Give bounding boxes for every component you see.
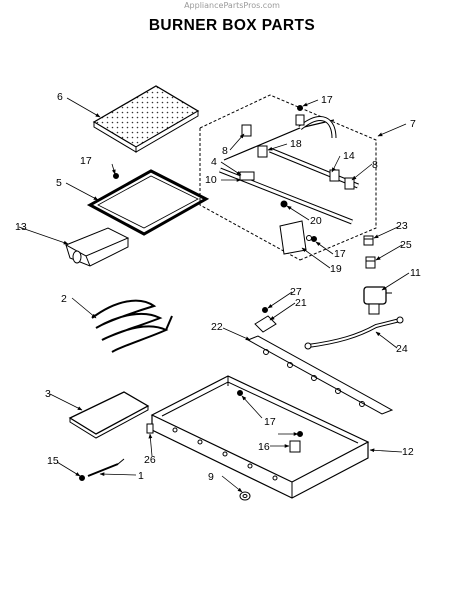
callout-17: 17 <box>80 155 92 167</box>
callout-1: 1 <box>138 470 144 482</box>
callout-17: 17 <box>264 416 276 428</box>
part-25-fitting[interactable] <box>365 256 376 269</box>
callout-27: 27 <box>290 286 302 298</box>
part-3-tray[interactable] <box>68 391 150 439</box>
callout-16: 16 <box>258 441 270 453</box>
part-26-fastener[interactable] <box>146 423 154 434</box>
callout-3: 3 <box>45 388 51 400</box>
callout-20: 20 <box>310 215 322 227</box>
leader-lines <box>18 97 410 493</box>
part-23-fitting[interactable] <box>363 235 374 246</box>
part-27-screw[interactable] <box>262 307 268 313</box>
part-15-screw[interactable] <box>79 475 85 481</box>
callout-8: 8 <box>372 159 378 171</box>
part-16-clip[interactable] <box>289 440 301 453</box>
callout-6: 6 <box>57 91 63 103</box>
callout-15: 15 <box>47 455 59 467</box>
callout-26: 26 <box>144 454 156 466</box>
callout-22: 22 <box>211 321 223 333</box>
part-19-bracket[interactable] <box>279 220 312 255</box>
callout-24: 24 <box>396 343 408 355</box>
page-title: BURNER BOX PARTS <box>148 17 316 34</box>
callout-5: 5 <box>56 177 62 189</box>
callout-4: 4 <box>211 156 217 168</box>
callout-18: 18 <box>290 138 302 150</box>
part-17-screws[interactable] <box>113 105 317 437</box>
part-24-gas-tube[interactable] <box>304 316 404 350</box>
callout-7: 7 <box>410 118 416 130</box>
part-7-burner-assembly[interactable] <box>199 94 377 261</box>
callout-23: 23 <box>396 220 408 232</box>
callout-25: 25 <box>400 239 412 251</box>
callout-19: 19 <box>330 263 342 275</box>
part-22-panel[interactable] <box>246 335 394 415</box>
callout-13: 13 <box>15 221 27 233</box>
part-13-trough[interactable] <box>64 227 130 267</box>
callout-9: 9 <box>208 471 214 483</box>
callout-11: 11 <box>410 267 421 279</box>
part-6-griddle-plate[interactable] <box>92 85 200 153</box>
part-9-cap[interactable] <box>239 491 251 501</box>
callout-17: 17 <box>321 94 333 106</box>
callout-14: 14 <box>343 150 355 162</box>
callout-2: 2 <box>61 293 67 305</box>
part-2-element[interactable] <box>91 299 173 353</box>
watermark: AppliancePartsPros.com <box>184 1 280 10</box>
part-11-valve[interactable] <box>363 286 392 315</box>
part-5-frame[interactable] <box>86 169 210 236</box>
callout-10: 10 <box>205 174 217 186</box>
part-12-burner-box[interactable] <box>150 375 370 499</box>
callout-12: 12 <box>402 446 414 458</box>
callout-labels: 6 17 7 8 18 17 4 14 8 5 10 20 13 23 17 2… <box>15 91 421 483</box>
part-1-sensor[interactable] <box>87 458 125 477</box>
callout-8: 8 <box>222 145 228 157</box>
callout-21: 21 <box>295 297 307 309</box>
callout-17: 17 <box>334 248 346 260</box>
